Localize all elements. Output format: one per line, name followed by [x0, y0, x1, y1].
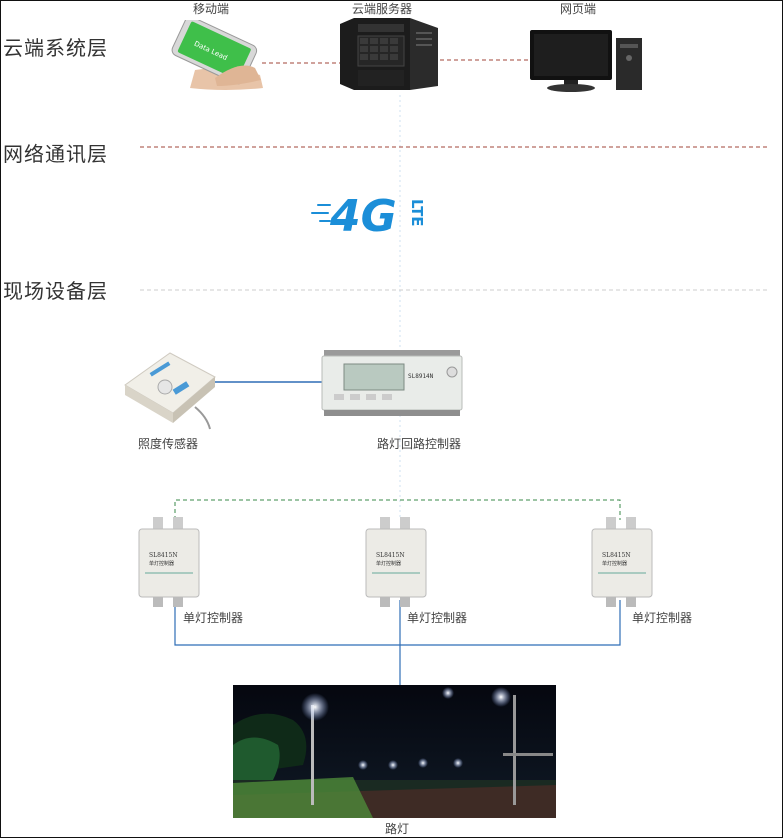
single-sub-text-2: 单灯控制器	[376, 560, 401, 567]
loop-model-text: SL8914N	[408, 373, 434, 380]
single-controller-1-icon: SL8415N 单灯控制器	[138, 517, 200, 607]
loop-controller-icon: SL8914N	[321, 350, 463, 416]
single-model-text-2: SL8415N	[376, 552, 405, 559]
mobile-label: 移动端	[193, 2, 230, 16]
street-light-label: 路灯	[385, 822, 410, 836]
mobile-phone-icon: Data Lead	[171, 20, 263, 90]
single-controller-3-icon: SL8415N 单灯控制器	[591, 517, 653, 607]
loop-controller-label: 路灯回路控制器	[377, 437, 462, 451]
layer-cloud-label: 云端系统层	[3, 36, 108, 60]
single-model-text-3: SL8415N	[602, 552, 631, 559]
single-sub-text-3: 单灯控制器	[602, 560, 627, 567]
single-model-text-1: SL8415N	[149, 552, 178, 559]
light-sensor-label: 照度传感器	[138, 437, 199, 451]
web-label: 网页端	[560, 2, 597, 16]
server-icon	[340, 18, 438, 90]
4g-lte-logo: 4G LTE	[311, 191, 426, 242]
desktop-computer-icon	[530, 30, 642, 92]
single-controller-1-label: 单灯控制器	[183, 611, 244, 625]
single-controller-2-icon: SL8415N 单灯控制器	[365, 517, 427, 607]
single-controller-bus	[174, 499, 621, 520]
street-light-photo	[233, 685, 556, 818]
single-controller-3-label: 单灯控制器	[632, 611, 693, 625]
layer-field-label: 现场设备层	[3, 279, 108, 303]
logo-sub-text: LTE	[408, 199, 426, 227]
layer-network-label: 网络通讯层	[3, 142, 108, 166]
single-sub-text-1: 单灯控制器	[149, 560, 174, 567]
light-sensor-icon	[124, 352, 216, 430]
server-label: 云端服务器	[352, 2, 413, 16]
logo-main-text: 4G	[329, 191, 397, 242]
single-controller-2-label: 单灯控制器	[407, 611, 468, 625]
power-line	[174, 600, 621, 646]
